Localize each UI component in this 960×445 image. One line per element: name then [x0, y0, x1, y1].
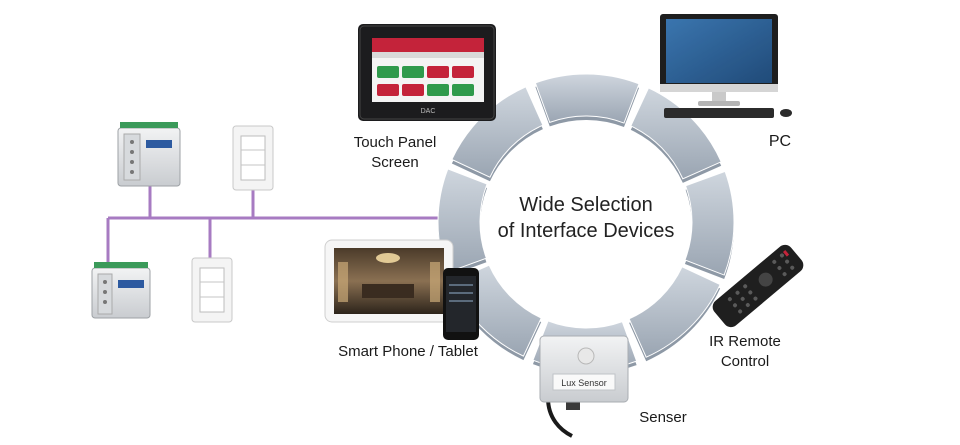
ir-remote-label-line1: IR Remote — [709, 333, 781, 350]
phone-tablet-label: Smart Phone / Tablet — [338, 343, 478, 360]
ir-remote-label-line2: Control — [720, 353, 770, 370]
wall-switch-top — [232, 125, 274, 191]
touch-panel-device: DAC — [358, 24, 496, 121]
phone-device — [443, 268, 479, 340]
wall-switch-bottom — [191, 257, 233, 323]
touch-panel-label: Touch Panel Screen — [350, 133, 440, 173]
touch-panel-brand: DAC — [421, 108, 436, 115]
ring-segment — [534, 73, 640, 124]
control-module-top — [117, 122, 181, 187]
ring-segment — [630, 87, 722, 180]
ring-segment — [451, 86, 544, 178]
lux-sensor-device: Lux Sensor — [539, 335, 629, 438]
touch-panel-label-line2: Screen — [371, 154, 419, 171]
ir-remote-label: IR Remote Control — [700, 332, 790, 372]
tablet-device — [324, 239, 454, 323]
sensor-label: Senser — [639, 409, 687, 426]
lux-sensor-plate: Lux Sensor — [561, 378, 607, 388]
ring-segment — [684, 170, 735, 276]
pc-device — [660, 14, 792, 118]
center-title: Wide Selection of Interface Devices — [466, 192, 706, 244]
control-module-bottom — [91, 262, 151, 319]
ring-segment — [628, 266, 721, 358]
touch-panel-label-line1: Touch Panel — [353, 134, 437, 151]
control-bus — [106, 186, 445, 268]
center-title-line1: Wide Selection — [519, 194, 653, 216]
center-title-line2: of Interface Devices — [497, 220, 675, 242]
ir-remote-device — [712, 244, 804, 328]
pc-label: PC — [768, 133, 792, 150]
